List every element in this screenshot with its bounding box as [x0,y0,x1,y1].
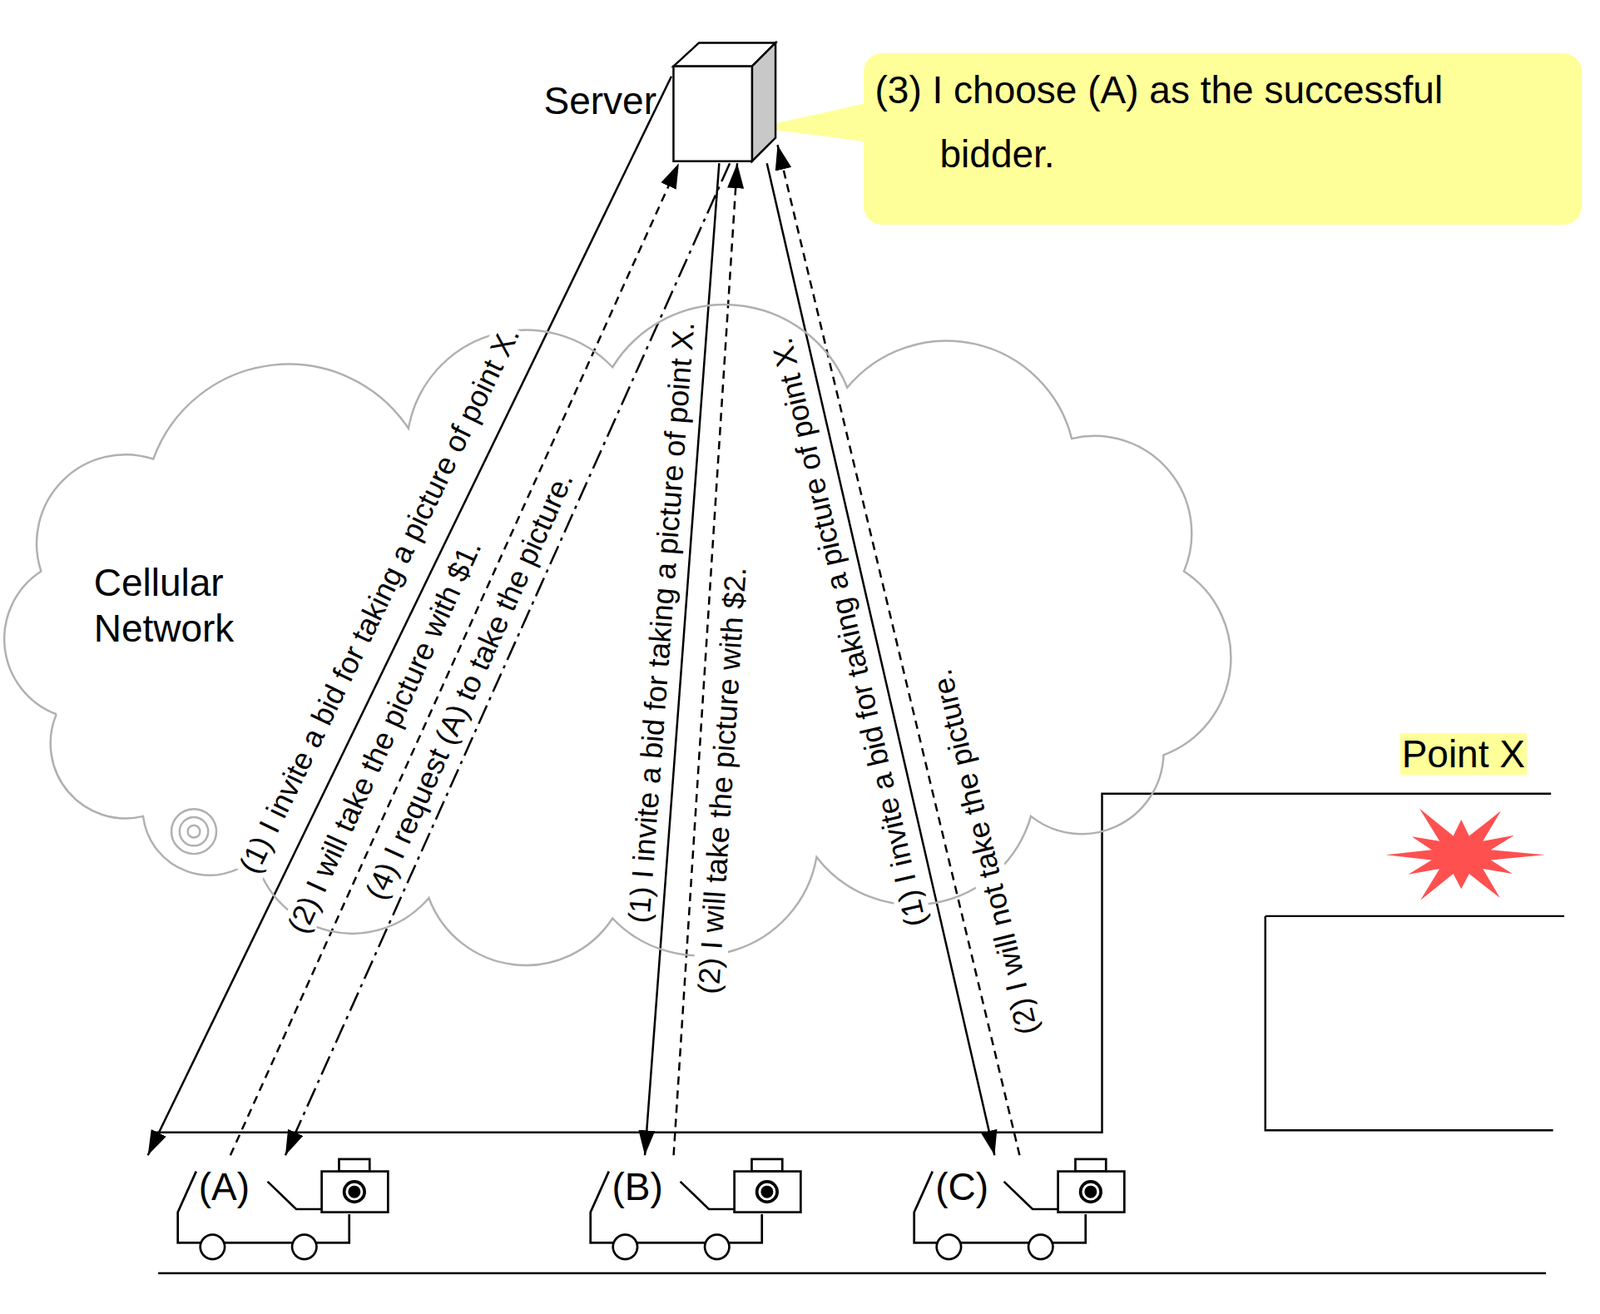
camera-vehicle: (C) [879,1154,1130,1274]
wheel [704,1234,729,1259]
antenna-symbol [171,808,217,854]
wheel [936,1234,961,1259]
edge-label: (1) I invite a bid for taking a picture … [232,319,528,881]
node-label: Cellular Network [94,559,294,652]
antenna-ring [179,817,209,846]
camera-arm [680,1181,736,1209]
road-edge [153,793,1551,1133]
edge-label: (1) I invite a bid for taking a picture … [622,317,701,927]
edge-label: (2) I will not take the picture. [924,663,1046,1041]
building-outline [1265,916,1565,1130]
edge-label: (4) I request (A) to take the picture. [358,465,581,907]
camera-lens-core [762,1186,773,1197]
event-burst [1385,808,1545,901]
camera-lens [757,1181,778,1203]
node-label: (B) [611,1164,663,1209]
server-box: Server [671,40,778,164]
camera-arm [1004,1181,1060,1209]
shape-outline [555,1154,806,1274]
edge-label: (2) I will take the picture with $2. [692,563,753,998]
message-arrow [285,163,730,1155]
camera-arm [267,1181,322,1209]
message-arrow [767,163,996,1155]
shape-outline [879,1154,1130,1274]
cloud-outline [4,304,1231,966]
shape-outline [671,40,778,164]
road-line [158,1272,1546,1274]
network-cloud: Cellular Network [25,356,1204,924]
shape-outline [143,1154,393,1274]
truck-drawing [590,1159,802,1259]
camera-lens [343,1181,365,1203]
camera-lens [1080,1181,1102,1203]
truck-drawing [177,1159,388,1259]
cube-front [673,66,752,162]
camera-lens-core [348,1186,359,1197]
camera-body [1058,1171,1125,1213]
antenna-ring [171,808,217,854]
wheel [1028,1234,1053,1259]
wheel [292,1234,317,1259]
cube-side [752,42,776,161]
message-arrow [777,144,1021,1155]
node-label: (C) [935,1164,989,1209]
truck-drawing [914,1159,1125,1259]
antenna-ring [188,825,201,838]
message-arrow [230,163,679,1155]
camera-top [752,1159,783,1172]
camera-body [321,1171,388,1213]
camera-vehicle: (A) [143,1154,393,1274]
camera-top [338,1159,370,1172]
node-label: Server [543,79,656,124]
edge-label: (2) I will take the picture with $1. [280,532,489,941]
node-label: (3) I choose (A) as the successful bidde… [863,53,1582,187]
camera-body [734,1171,802,1213]
wheel [199,1234,224,1259]
node-label: (A) [198,1164,250,1209]
place-label: Point X [1400,733,1527,776]
camera-lens-core [1085,1186,1096,1197]
camera-vehicle: (B) [555,1154,806,1274]
wheel [613,1234,638,1259]
camera-top [1075,1159,1107,1172]
callout-bubble: (3) I choose (A) as the successful bidde… [863,53,1582,225]
edge-label: (1) I invite a bid for taking a picture … [764,332,933,933]
